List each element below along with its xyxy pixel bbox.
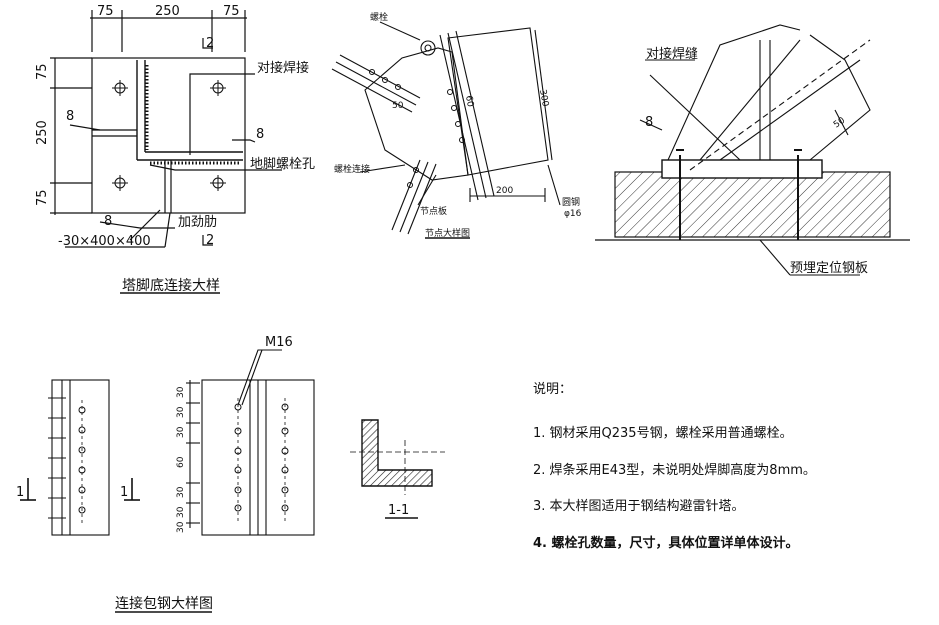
splice-detail <box>20 349 315 613</box>
node-bolt-conn-label: 螺栓连接 <box>334 163 370 175</box>
splice-dim-6: 30 <box>176 506 186 518</box>
dim-left-3: 75 <box>35 189 50 206</box>
note-item-4: 4. 螺栓孔数量，尺寸，具体位置详单体设计。 <box>533 536 799 551</box>
butt-weld-label: 对接焊接 <box>257 60 309 76</box>
section-mark-top: 2 <box>206 36 214 51</box>
node-rod-label: 圆钢 <box>562 196 580 208</box>
dim-left-2: 250 <box>35 120 50 145</box>
node-detail-title: 节点大样图 <box>425 227 470 239</box>
note-item-2: 2. 焊条采用E43型，未说明处焊脚高度为8mm。 <box>533 463 816 478</box>
node-detail <box>331 21 561 239</box>
splice-dim-2: 30 <box>176 406 186 418</box>
section-mark-bottom: 2 <box>206 233 214 248</box>
anchor-butt-weld-label: 对接焊缝 <box>646 46 698 62</box>
stiffener-label: 加劲肋 <box>178 215 217 230</box>
node-bolt-label: 螺栓 <box>370 11 388 23</box>
node-dim-50: 50 <box>392 101 404 111</box>
section-1-1 <box>350 419 445 519</box>
node-plate-label: 节点板 <box>420 205 447 217</box>
splice-bolt-label: M16 <box>265 335 293 350</box>
notes-heading: 说明： <box>533 382 573 397</box>
splice-section-mark-left: 1 <box>16 485 24 500</box>
base-detail-title: 塔脚底连接大样 <box>122 277 220 294</box>
anchor-detail <box>595 24 910 276</box>
node-phi-label: φ16 <box>564 209 582 219</box>
node-dim-60: 60 <box>463 95 475 108</box>
plate-size-label: -30×400×400 <box>58 234 151 249</box>
splice-detail-title: 连接包钢大样图 <box>115 595 213 612</box>
node-dim-200: 200 <box>496 186 513 196</box>
splice-dims: 30 30 30 60 30 30 30 <box>176 386 186 533</box>
dim-left-1: 75 <box>35 63 50 80</box>
splice-dim-5: 30 <box>176 486 186 498</box>
weld-size-right: 8 <box>256 127 264 142</box>
dim-top-1: 75 <box>97 4 114 19</box>
anchor-hole-label: 地脚螺栓孔 <box>250 156 315 172</box>
dim-top-3: 75 <box>223 4 240 19</box>
anchor-weld-size: 8 <box>645 115 653 130</box>
note-item-3: 3. 本大样图适用于钢结构避雷针塔。 <box>533 499 745 514</box>
splice-section-mark-right: 1 <box>120 485 128 500</box>
note-item-1: 1. 钢材采用Q235号钢，螺栓采用普通螺栓。 <box>533 426 793 441</box>
node-dim-300: 300 <box>537 89 550 108</box>
section-1-1-label: 1-1 <box>388 503 409 518</box>
splice-dim-3: 30 <box>176 426 186 438</box>
splice-dim-1: 30 <box>176 386 186 398</box>
weld-size-bottom: 8 <box>104 214 112 229</box>
embedded-plate-label: 预埋定位钢板 <box>790 261 868 276</box>
weld-size-left: 8 <box>66 109 74 124</box>
splice-dim-4: 60 <box>176 456 186 468</box>
base-plate-detail <box>50 10 282 294</box>
splice-dim-7: 30 <box>176 521 186 533</box>
dim-top-2: 250 <box>155 4 180 19</box>
